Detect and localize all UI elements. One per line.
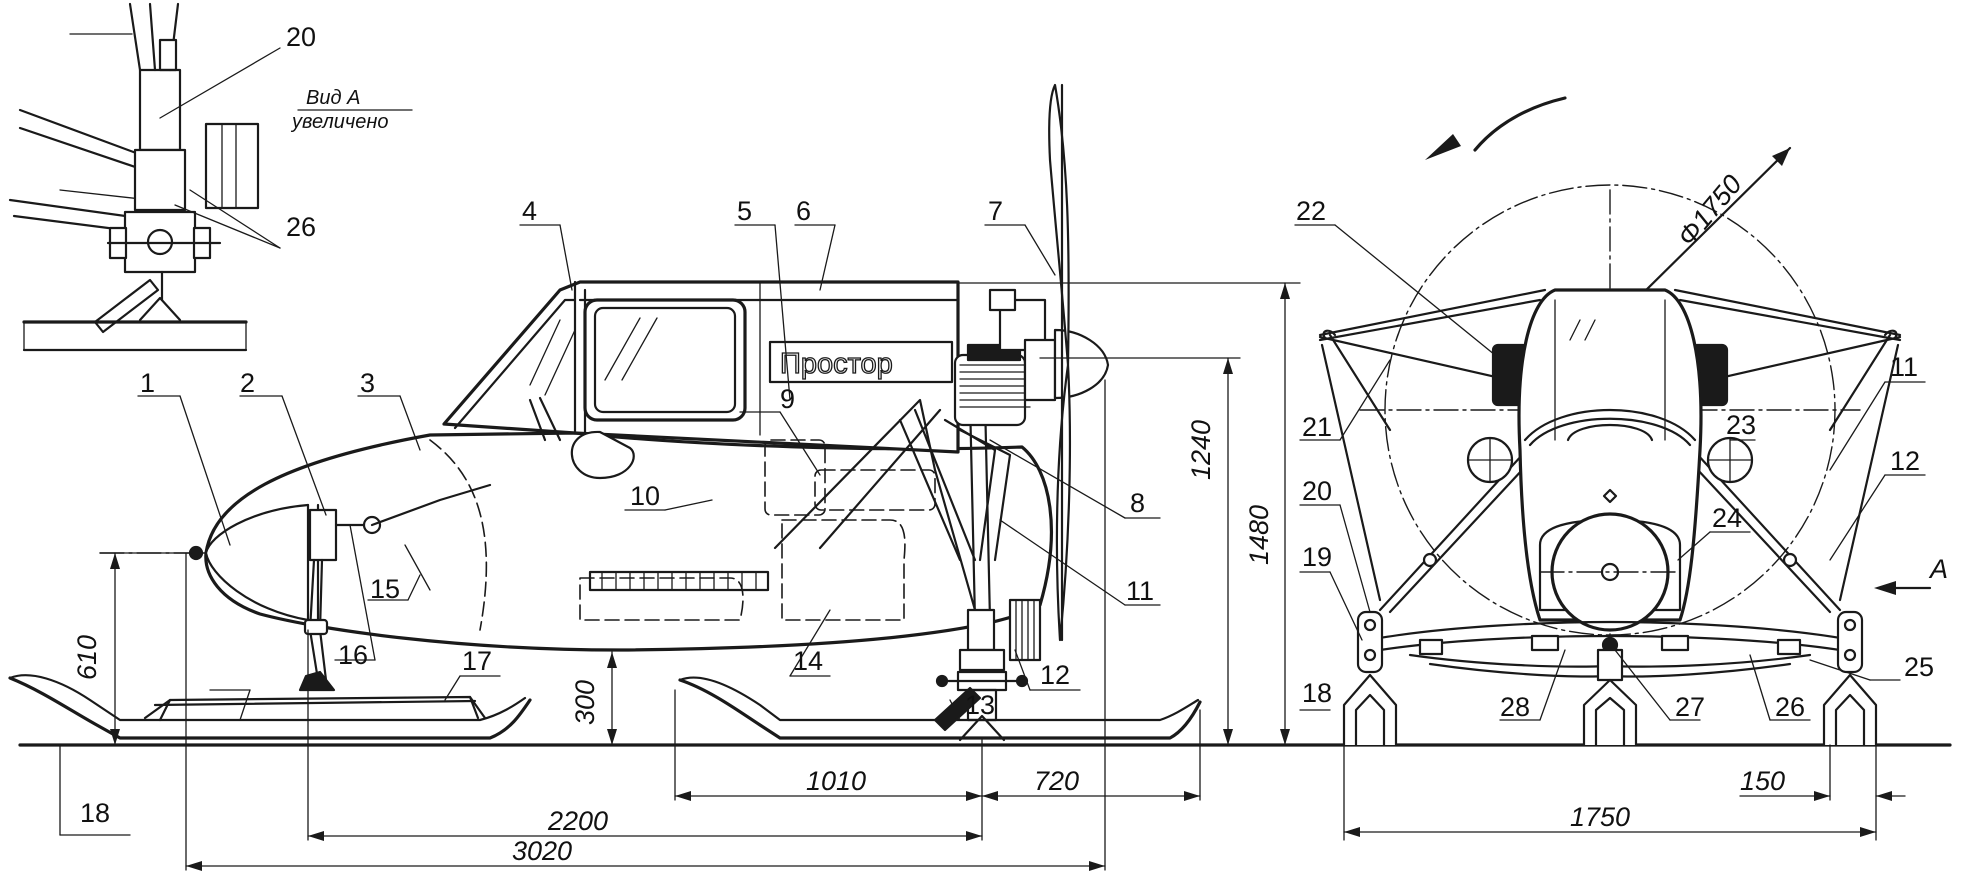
hull-body [204, 431, 1053, 652]
callout-21: 21 [1302, 412, 1332, 442]
front-dimension-arrows [1344, 791, 1892, 837]
dimension-3020: 3020 [512, 836, 572, 866]
dimension-1010: 1010 [806, 766, 866, 796]
callout-23: 23 [1726, 410, 1756, 440]
radiator [588, 570, 770, 592]
front-view: Φ1750 [1294, 96, 1948, 841]
rear-ski [678, 676, 1202, 740]
callout-13: 13 [965, 690, 995, 720]
callout-4: 4 [522, 196, 537, 226]
callout-25: 25 [1904, 652, 1934, 682]
front-ski [8, 674, 532, 740]
brand-plate [768, 340, 954, 384]
callout-6: 6 [796, 196, 811, 226]
callout-26-detail: 26 [286, 212, 316, 242]
dimension-2200: 2200 [547, 806, 608, 836]
view-subtitle: увеличено [290, 111, 388, 133]
ski-legs [1342, 610, 1878, 747]
callout-11: 11 [1126, 576, 1154, 606]
leader-lines-side [137, 224, 1161, 721]
view-arrow-label: А [1928, 554, 1948, 584]
callout-27: 27 [1675, 692, 1705, 722]
callout-7: 7 [988, 196, 1003, 226]
callout-8: 8 [1130, 488, 1145, 518]
callout-20-detail: 20 [286, 22, 316, 52]
callout-3: 3 [360, 368, 375, 398]
callout-5: 5 [737, 196, 752, 226]
callout-18: 18 [80, 798, 110, 828]
callout-18-front: 18 [1302, 678, 1332, 708]
brand-label: Простор [780, 348, 893, 380]
nose-cone [204, 503, 310, 622]
dimension-720: 720 [1034, 766, 1079, 796]
callout-19: 19 [1302, 542, 1332, 572]
propeller [1048, 83, 1072, 642]
dimension-610: 610 [72, 635, 102, 680]
callout-1: 1 [140, 368, 155, 398]
headlight [570, 430, 635, 480]
callout-24: 24 [1712, 503, 1742, 533]
callout-11-front: 11 [1890, 352, 1918, 382]
spring-coil [93, 278, 160, 334]
dimension-1240: 1240 [1186, 420, 1216, 480]
callout-22: 22 [1296, 196, 1326, 226]
side-dimension-lines [59, 282, 1301, 871]
callout-9: 9 [780, 384, 795, 414]
dimension-300: 300 [570, 680, 600, 725]
dimension-1750: 1750 [1570, 802, 1630, 832]
callout-28: 28 [1500, 692, 1530, 722]
side-view: Простор [8, 83, 1301, 871]
callout-15: 15 [370, 574, 400, 604]
callout-12-front: 12 [1890, 446, 1920, 476]
side-dimension-arrows [110, 283, 1290, 871]
callout-10: 10 [630, 481, 660, 511]
callout-14: 14 [793, 646, 823, 676]
leader-lines-front [1294, 224, 1926, 721]
dimension-diameter-1750: Φ1750 [1672, 169, 1748, 252]
dimension-150: 150 [1740, 766, 1785, 796]
callout-12: 12 [1040, 660, 1070, 690]
callout-17: 17 [462, 646, 492, 676]
callout-16: 16 [338, 640, 368, 670]
callout-26-front: 26 [1775, 692, 1805, 722]
detail-view-a: 20 26 Вид А увеличено [8, 2, 413, 352]
callout-20: 20 [1302, 476, 1332, 506]
callout-2: 2 [240, 368, 255, 398]
dimension-1480: 1480 [1244, 505, 1274, 565]
view-title: Вид А [306, 87, 360, 109]
